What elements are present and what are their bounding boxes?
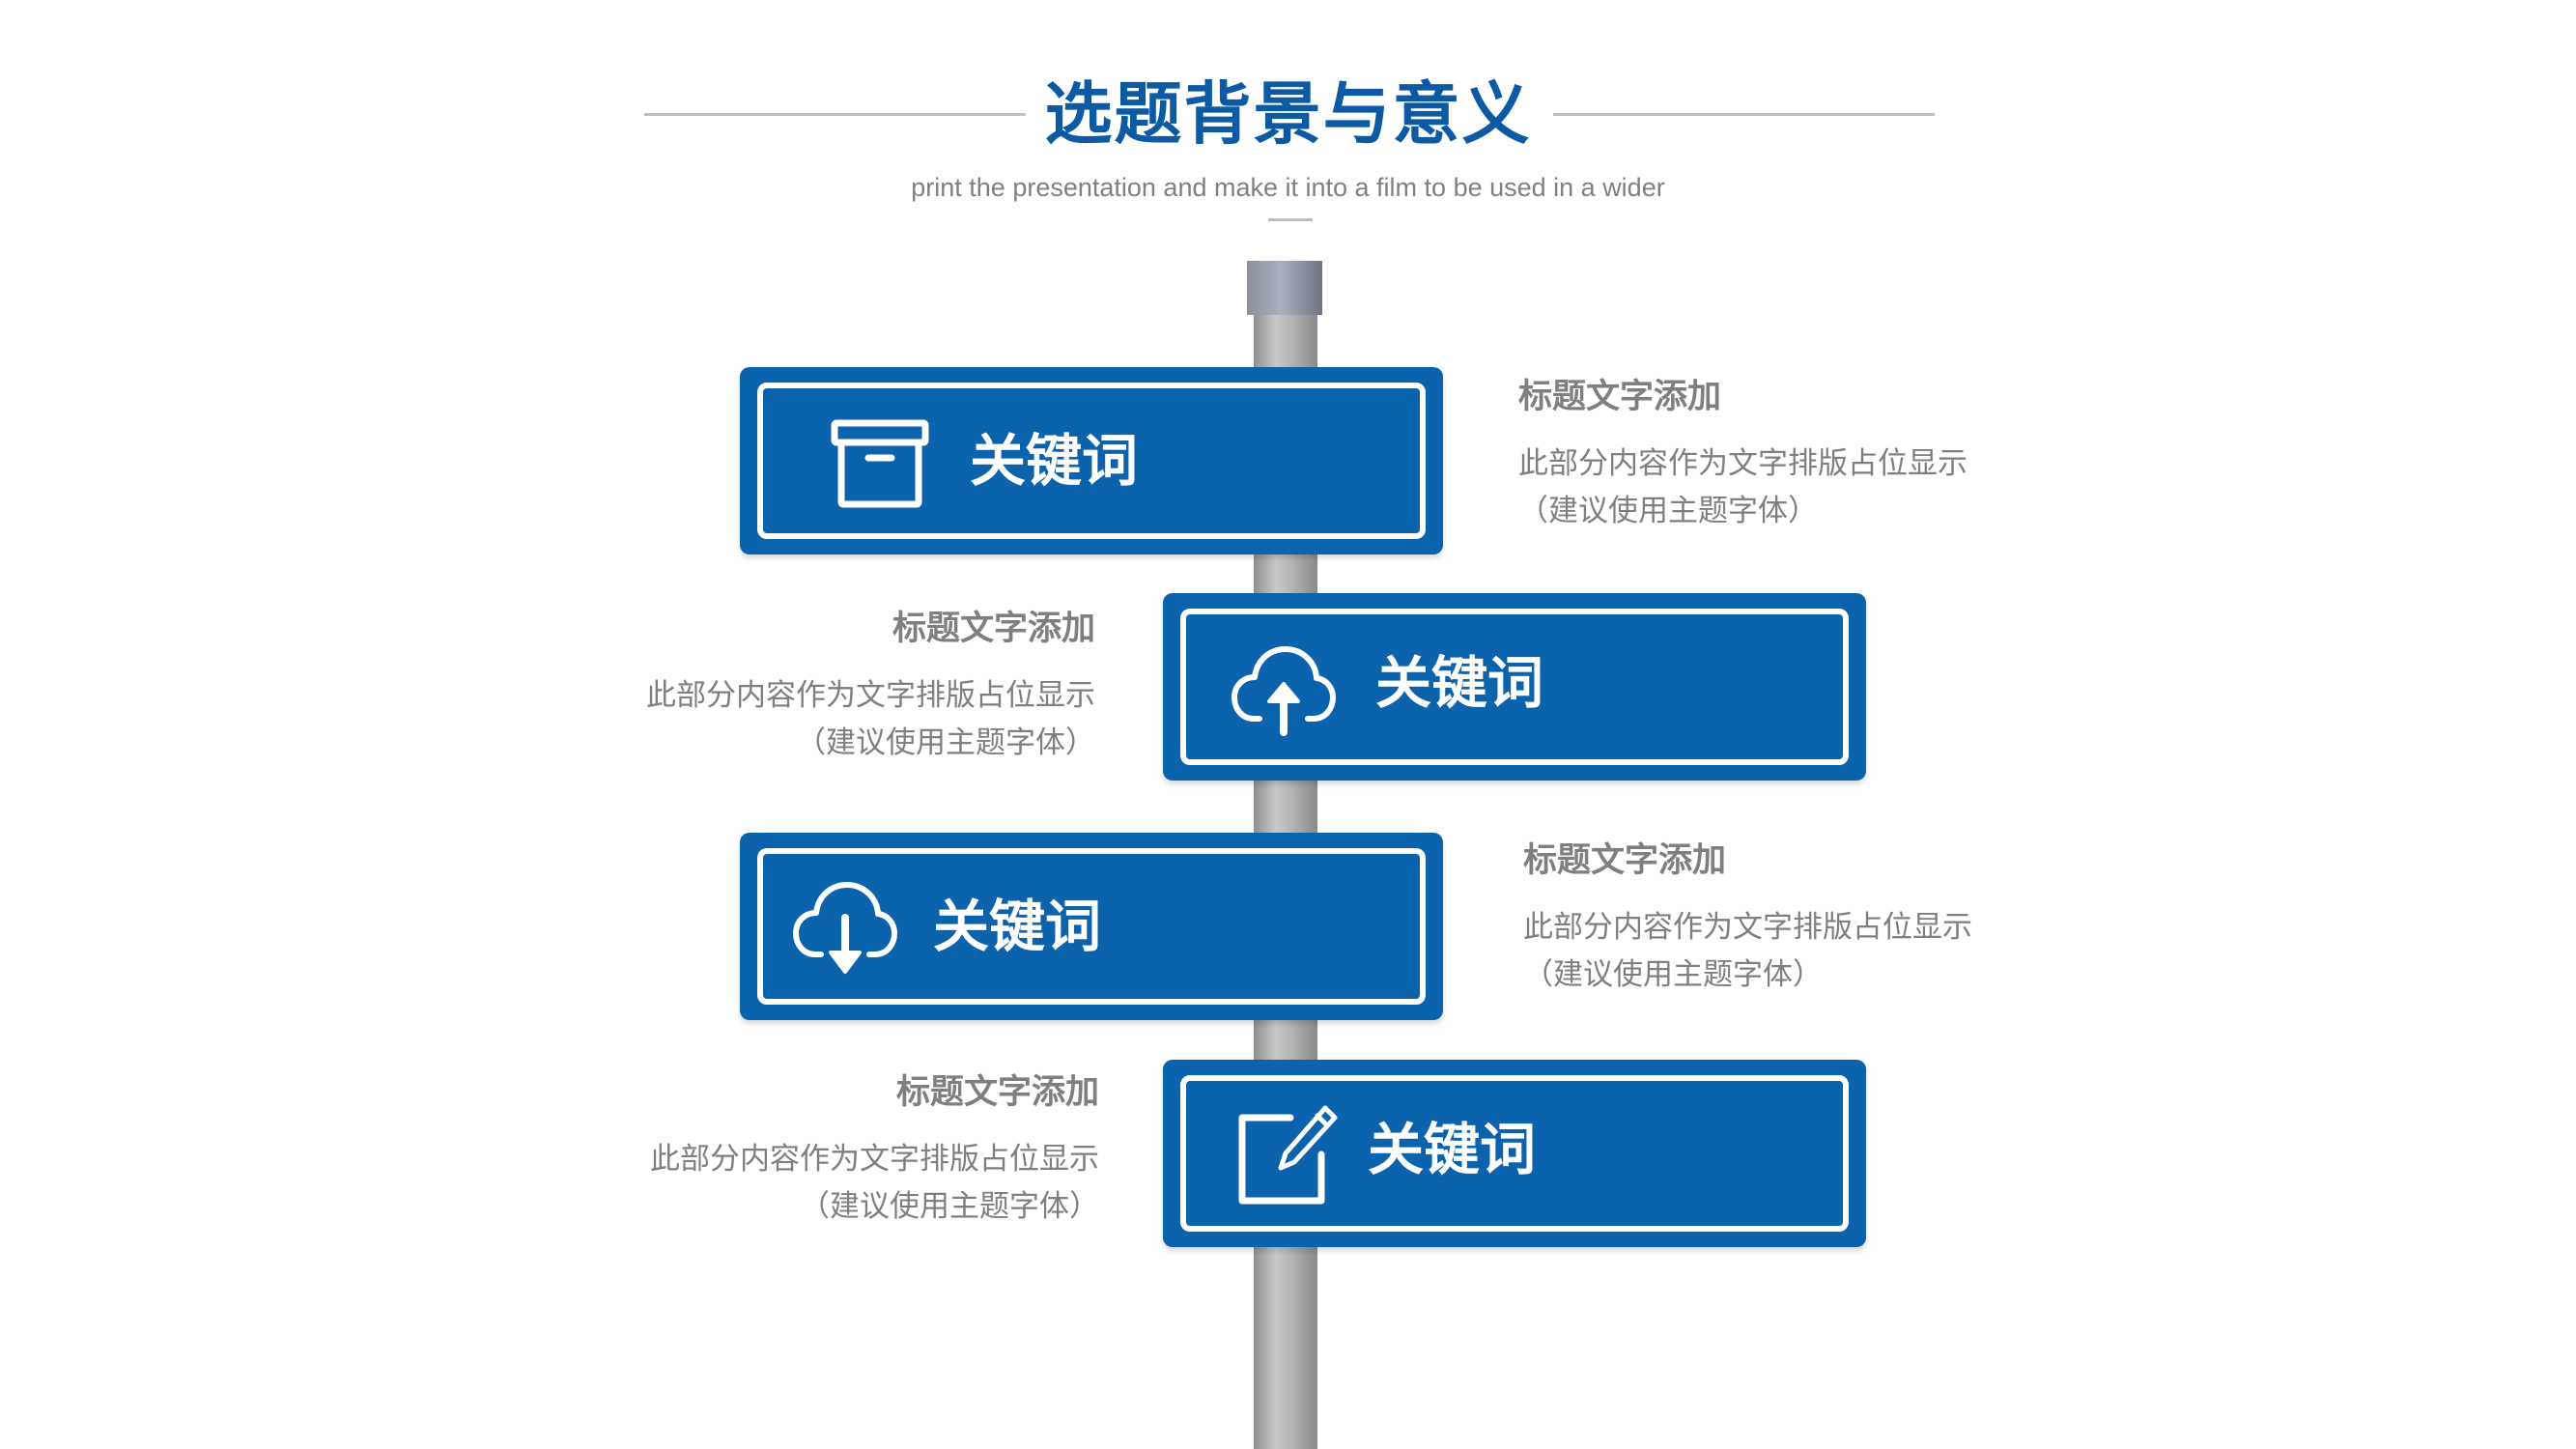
description-line: （建议使用主题字体） — [1518, 494, 1818, 528]
cloud-upload-icon — [1231, 636, 1337, 742]
edit-icon — [1232, 1102, 1339, 1208]
description-line: （建议使用主题字体） — [800, 1189, 1099, 1224]
description-line: 此部分内容作为文字排版占位显示 — [646, 678, 1095, 713]
sign-label: 关键词 — [970, 428, 1139, 494]
description-line: 此部分内容作为文字排版占位显示 — [1523, 910, 1972, 945]
sign-3: 关键词 — [740, 833, 1443, 1020]
description-body: 此部分内容作为文字排版占位显示 （建议使用主题字体） — [558, 1136, 1099, 1231]
description-block-4: 标题文字添加 此部分内容作为文字排版占位显示 （建议使用主题字体） — [558, 1068, 1099, 1231]
description-title: 标题文字添加 — [1518, 378, 1722, 416]
sign-label: 关键词 — [933, 894, 1102, 959]
sign-4: 关键词 — [1163, 1060, 1866, 1247]
sign-label: 关键词 — [1368, 1117, 1537, 1182]
description-body: 此部分内容作为文字排版占位显示 （建议使用主题字体） — [1523, 904, 2064, 999]
description-line: 此部分内容作为文字排版占位显示 — [1518, 446, 1967, 481]
title-divider-left — [644, 113, 1026, 116]
sign-border — [1180, 609, 1849, 765]
description-title: 标题文字添加 — [895, 1073, 1099, 1112]
sign-border — [757, 848, 1426, 1005]
description-title: 标题文字添加 — [892, 610, 1095, 648]
sign-label: 关键词 — [1375, 650, 1544, 716]
page-subtitle: print the presentation and make it into … — [911, 173, 1665, 202]
description-block-3: 标题文字添加 此部分内容作为文字排版占位显示 （建议使用主题字体） — [1523, 837, 2064, 999]
sign-border — [1180, 1075, 1849, 1232]
sign-2: 关键词 — [1163, 593, 1866, 781]
sign-1: 关键词 — [740, 367, 1443, 554]
subtitle-dash — [1268, 218, 1313, 221]
description-body: 此部分内容作为文字排版占位显示 （建议使用主题字体） — [1518, 440, 2059, 535]
description-block-2: 标题文字添加 此部分内容作为文字排版占位显示 （建议使用主题字体） — [554, 605, 1095, 767]
description-line: （建议使用主题字体） — [796, 725, 1095, 760]
description-line: （建议使用主题字体） — [1523, 957, 1823, 992]
sign-border — [757, 383, 1426, 539]
pole-cap — [1247, 261, 1322, 315]
box-icon — [827, 410, 933, 516]
description-line: 此部分内容作为文字排版占位显示 — [650, 1142, 1099, 1177]
description-body: 此部分内容作为文字排版占位显示 （建议使用主题字体） — [554, 672, 1095, 767]
page-title: 选题背景与意义 — [1044, 74, 1532, 154]
description-block-1: 标题文字添加 此部分内容作为文字排版占位显示 （建议使用主题字体） — [1518, 373, 2059, 535]
cloud-download-icon — [792, 875, 898, 981]
description-title: 标题文字添加 — [1523, 841, 1727, 880]
title-divider-right — [1553, 113, 1935, 116]
